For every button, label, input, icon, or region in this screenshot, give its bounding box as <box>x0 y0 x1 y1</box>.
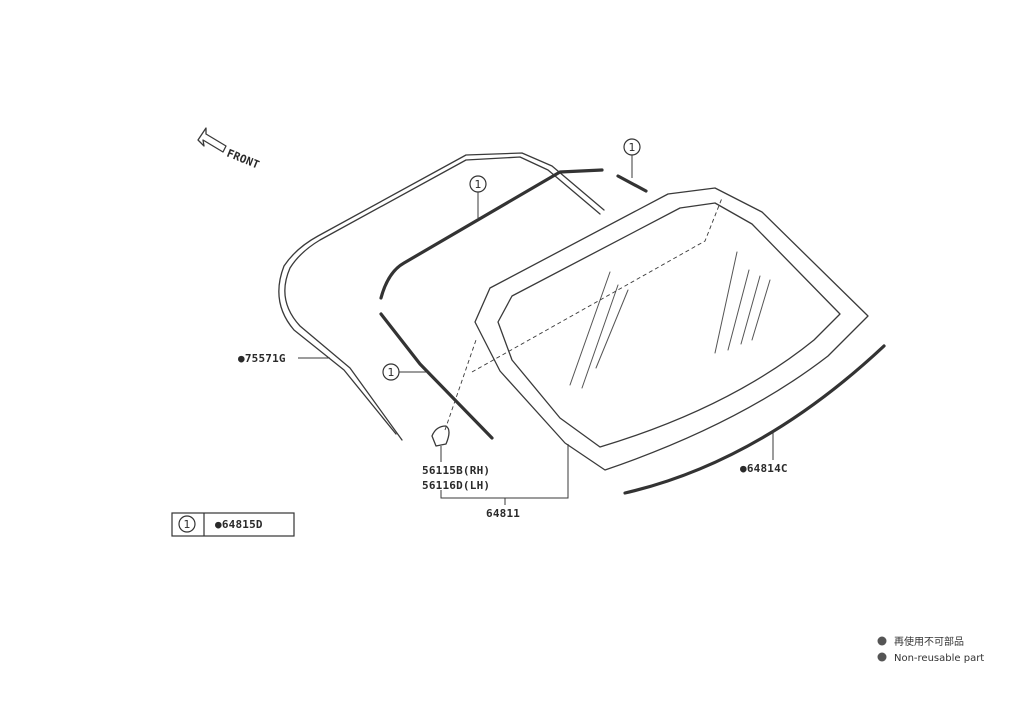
svg-text:1: 1 <box>475 178 482 191</box>
legend-dot-icon <box>877 636 887 646</box>
legend-dot-icon <box>877 652 887 662</box>
label-56116D: 56116D(LH) <box>422 479 490 492</box>
spacer-bracket-56115B <box>431 425 450 447</box>
callout-key-box: 1 ●64815D <box>171 512 295 537</box>
projection-line-left <box>444 339 477 431</box>
callout-upper-left: 1 <box>469 175 487 218</box>
svg-text:1: 1 <box>629 141 636 154</box>
upper-right-seal-strip <box>616 174 648 193</box>
projection-line-center <box>471 197 723 373</box>
svg-text:1: 1 <box>388 366 395 379</box>
label-56115B: 56115B(RH) <box>422 464 490 477</box>
label-64814C: ●64814C <box>740 462 788 475</box>
legend-text-en: Non-reusable part <box>894 653 984 664</box>
outer-moulding-75571G <box>278 152 605 441</box>
legend: 再使用不可部品 Non-reusable part <box>877 635 984 664</box>
key-box-part: ●64815D <box>215 518 263 531</box>
front-label: FRONT <box>225 147 262 172</box>
callout-upper-right: 1 <box>623 138 641 178</box>
label-75571G: ●75571G <box>238 352 286 365</box>
lower-seal-strip-64814C <box>623 344 886 495</box>
front-direction-arrow <box>197 127 227 153</box>
callout-lower-left: 1 <box>382 363 428 381</box>
lower-left-seal-strip <box>379 312 494 440</box>
label-64811: 64811 <box>486 507 520 520</box>
upper-seal-strip <box>379 168 604 300</box>
key-box-symbol: 1 <box>184 518 191 531</box>
rear-window-glass-64811 <box>474 187 869 471</box>
legend-text-jp: 再使用不可部品 <box>894 635 964 648</box>
